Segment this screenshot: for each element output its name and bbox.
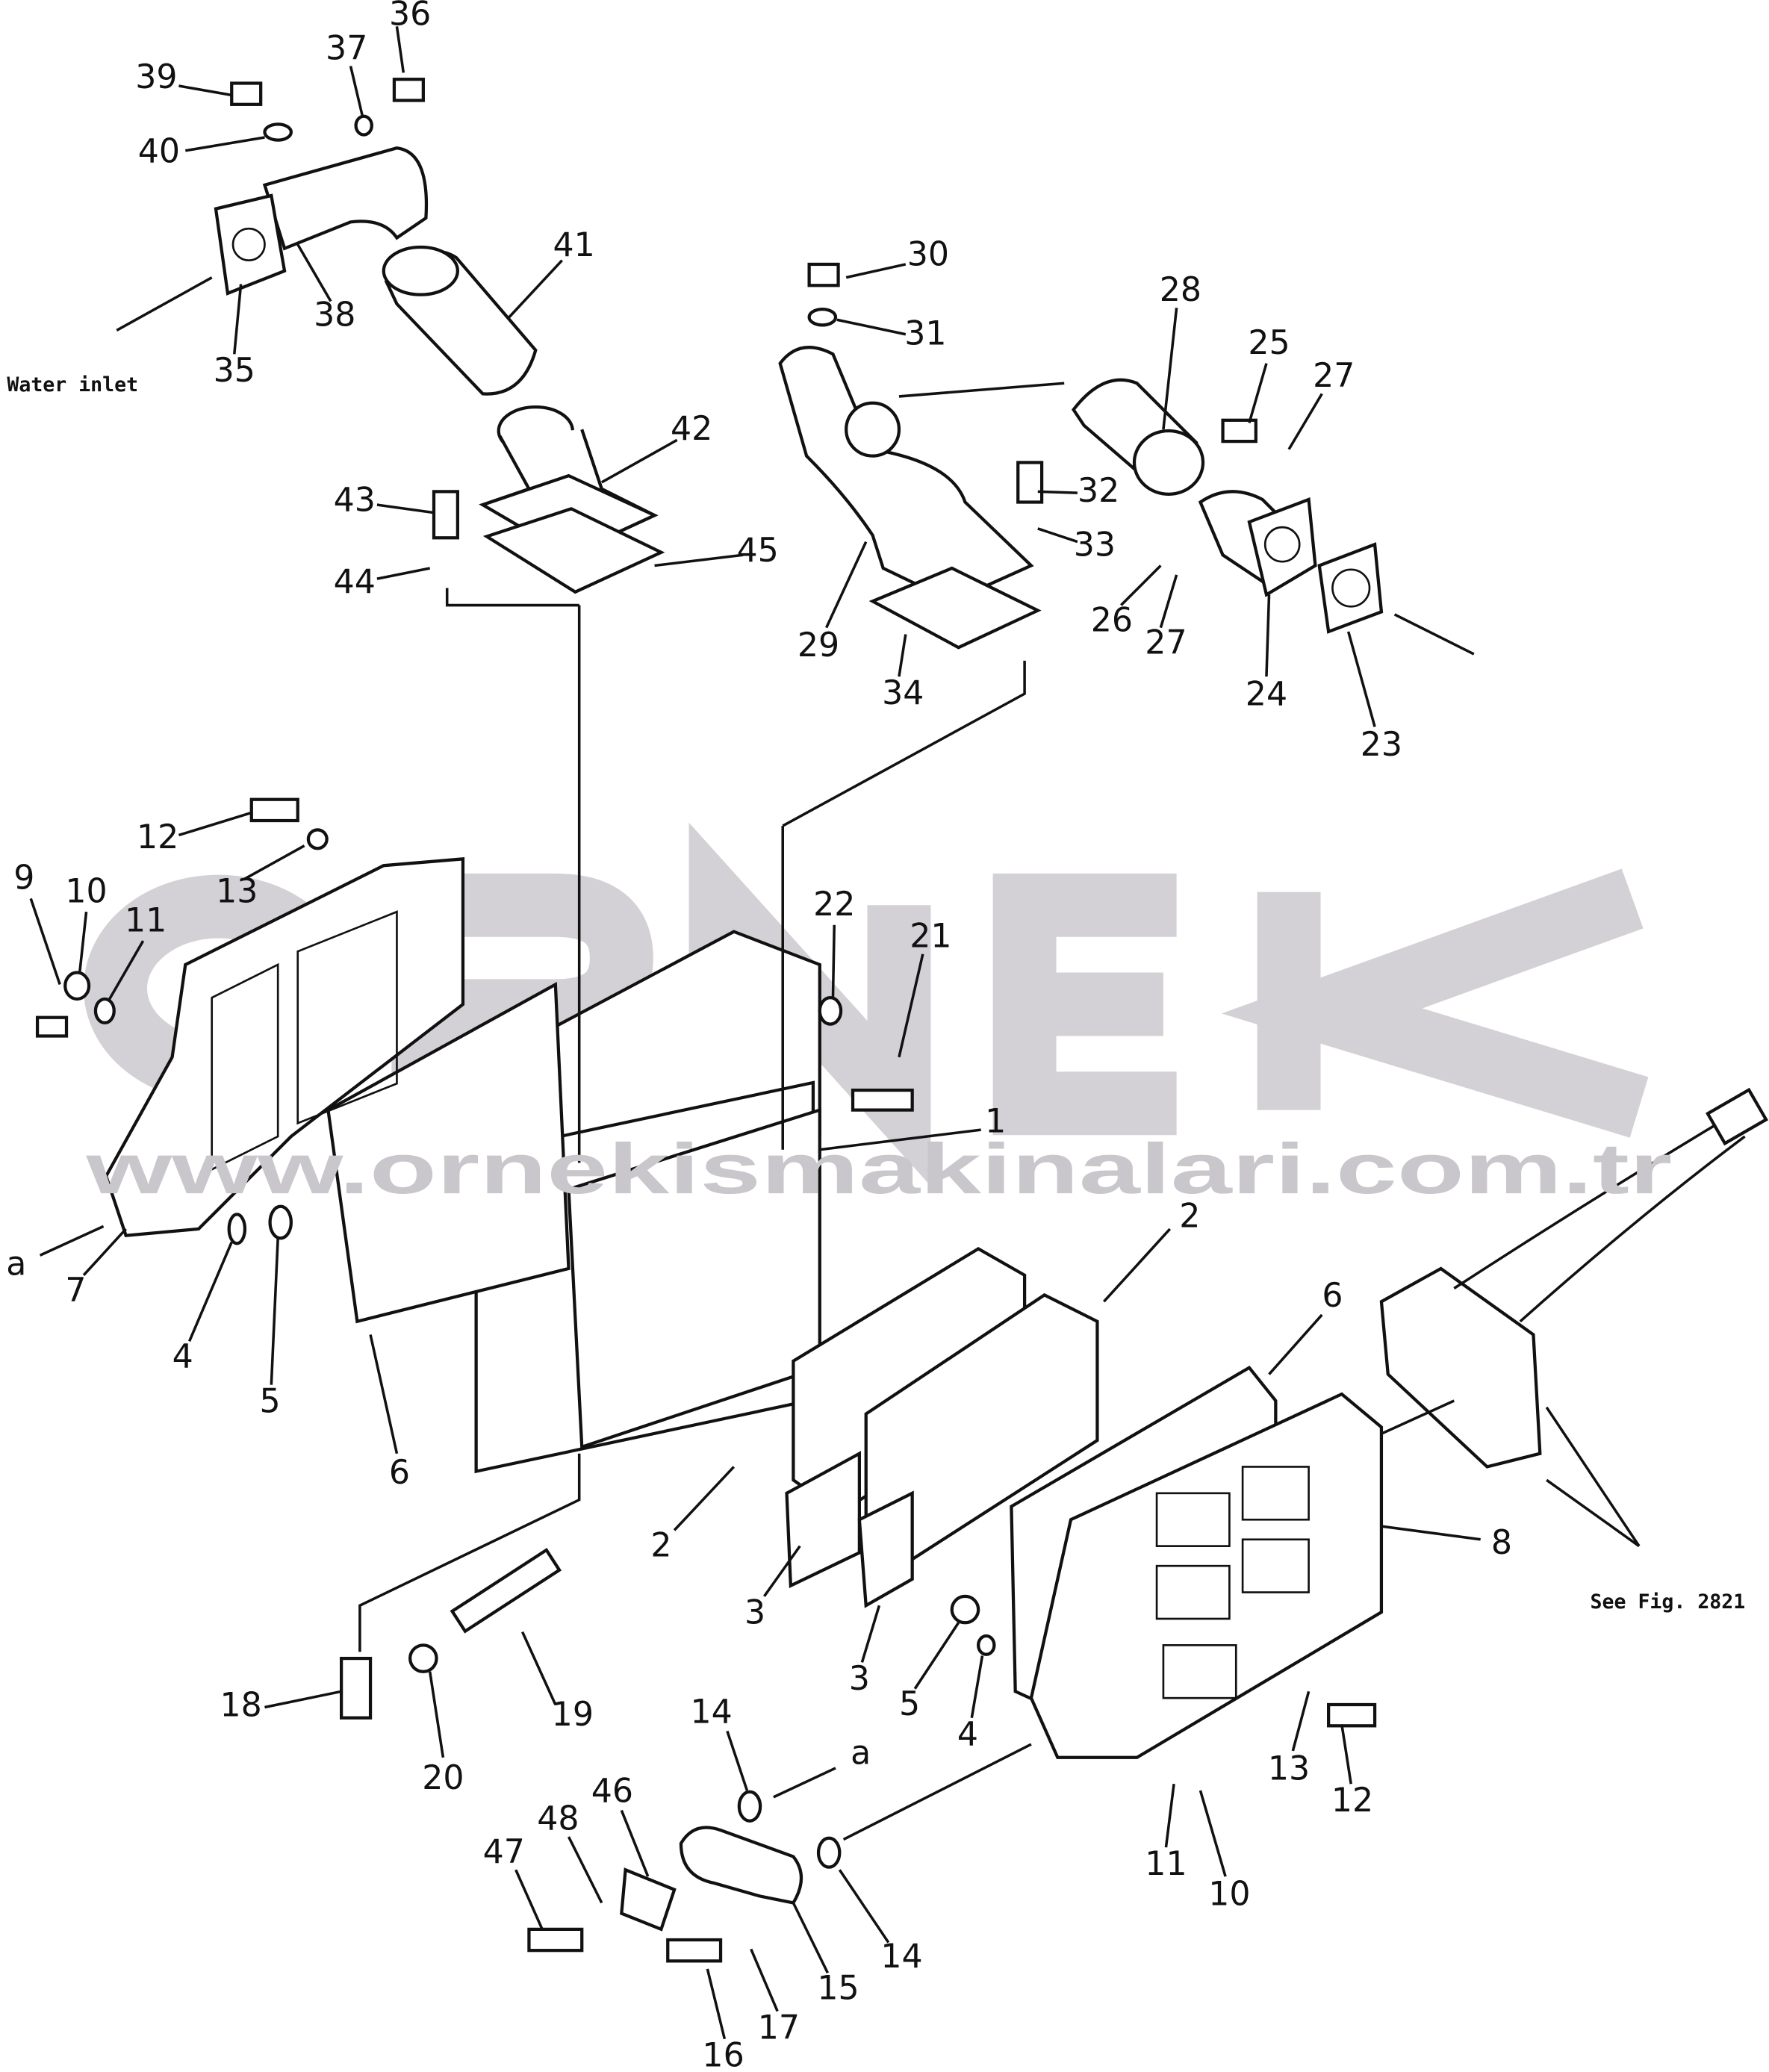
part-label: 43: [334, 482, 376, 520]
part-label: 19: [552, 1696, 594, 1734]
part-label: 32: [1078, 472, 1119, 510]
part-label: 27: [1145, 624, 1187, 662]
part-label: 14: [691, 1693, 733, 1731]
leader-lines: [29, 26, 1641, 2040]
part-label: 40: [138, 132, 180, 170]
part-label: 15: [817, 1969, 859, 2007]
part-label: 46: [591, 1773, 633, 1811]
hose-41: [382, 245, 538, 396]
part-label: 20: [422, 1759, 464, 1797]
part-label: 8: [1491, 1524, 1512, 1562]
outlet-24-23: [1198, 490, 1384, 634]
cooler-cores-3: [785, 1246, 1099, 1608]
view-a-marker: a: [851, 1734, 871, 1772]
hose-28: [1071, 378, 1205, 497]
part-label: 13: [216, 872, 258, 910]
cover-plate-8: [1029, 1392, 1384, 1759]
view-a-marker: a: [6, 1245, 26, 1283]
part-label: 6: [1322, 1277, 1343, 1315]
part-label: 36: [389, 0, 431, 33]
part-label: 17: [758, 2009, 800, 2047]
part-label: 3: [849, 1660, 870, 1698]
part-label: 1: [985, 1102, 1006, 1140]
part-label: 9: [13, 859, 34, 897]
part-label: 42: [671, 410, 712, 448]
part-label: 30: [907, 235, 949, 273]
pipes-to-fig-2821: [1379, 1087, 1768, 1469]
connector-15: [620, 1826, 803, 1932]
water-inlet-note: Water inlet: [7, 373, 138, 396]
part-label: 33: [1074, 526, 1116, 564]
part-label: 48: [537, 1800, 579, 1838]
part-label: 38: [314, 296, 355, 335]
part-label: 2: [1179, 1198, 1200, 1236]
part-label: 11: [125, 901, 167, 939]
outlet-elbow-42: [479, 405, 665, 594]
see-fig-note: See Fig. 2821: [1591, 1590, 1746, 1614]
part-label: 18: [220, 1687, 261, 1725]
part-label: 13: [1268, 1749, 1310, 1788]
part-label: 29: [798, 626, 839, 665]
part-label: 45: [736, 532, 778, 570]
part-label: 16: [702, 2037, 744, 2072]
part-label: 25: [1248, 324, 1290, 362]
part-label: 47: [483, 1833, 525, 1871]
part-label: 28: [1160, 271, 1201, 309]
part-label: 31: [904, 315, 946, 353]
pipe-29: [778, 346, 1042, 650]
small-parts: [35, 78, 1377, 1963]
part-label: 27: [1313, 357, 1355, 395]
part-label: 12: [137, 818, 178, 856]
part-label: 3: [744, 1594, 765, 1632]
part-label: 10: [1208, 1876, 1250, 1914]
part-label: 35: [214, 352, 255, 390]
part-label: 12: [1331, 1782, 1373, 1820]
part-label: 6: [389, 1454, 410, 1492]
part-label: 23: [1361, 726, 1402, 764]
part-label: 41: [553, 226, 594, 264]
part-label: 7: [65, 1272, 86, 1310]
part-label: 22: [813, 886, 855, 924]
part-label: 14: [880, 1938, 922, 1976]
cover-7: [104, 857, 465, 1238]
part-label: 11: [1145, 1845, 1187, 1883]
part-label: 5: [259, 1382, 280, 1420]
part-label: 4: [957, 1715, 978, 1753]
watermark-url: www.ornekismakinalari.com.tr: [85, 1129, 1672, 1209]
part-label: 21: [910, 918, 951, 956]
part-label: 4: [172, 1337, 193, 1375]
part-label: 37: [326, 29, 367, 67]
part-label: 10: [65, 872, 107, 910]
part-label: 39: [135, 58, 177, 96]
part-label: 2: [650, 1526, 671, 1564]
part-label: 44: [334, 563, 376, 601]
part-number-labels: 36 37 39 40 41 38 35 30 31 28 25 27 42 4…: [6, 0, 1745, 2072]
gasket-6-left: [326, 981, 571, 1324]
part-label: 26: [1091, 602, 1133, 640]
part-label: 34: [882, 674, 924, 712]
part-label: 24: [1246, 676, 1287, 714]
part-label: 5: [899, 1685, 920, 1723]
water-inlet-elbow-38: [214, 146, 429, 296]
